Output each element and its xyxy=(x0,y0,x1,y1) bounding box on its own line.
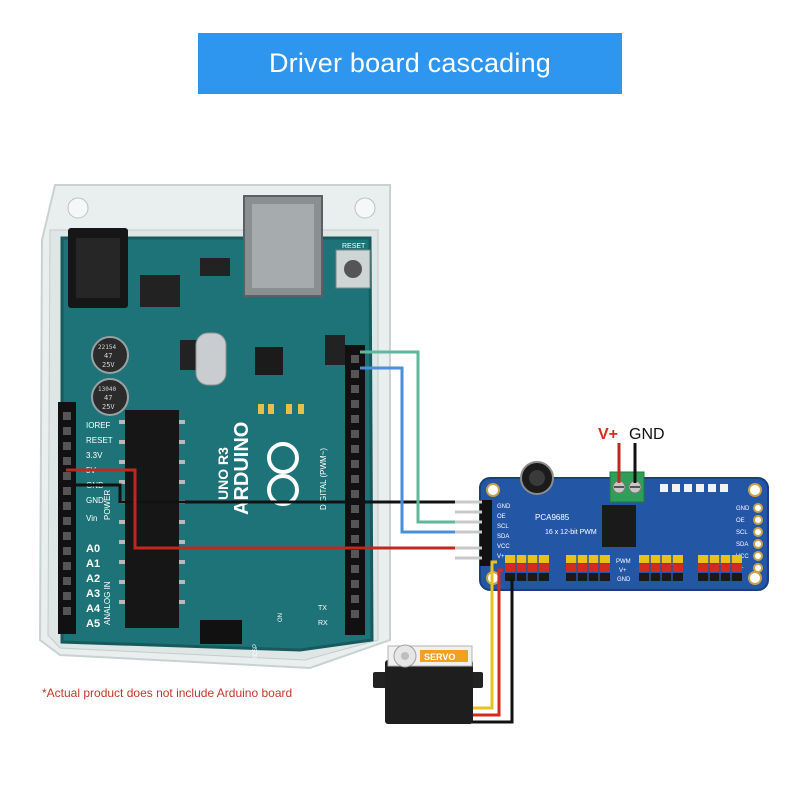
vplus-row-label: V+ xyxy=(619,568,627,574)
pin-label: IOREF xyxy=(86,421,111,430)
digital-header-label: DIGITAL (PWM~) xyxy=(319,448,328,510)
svg-text:47: 47 xyxy=(104,394,112,402)
wire-black-gnd xyxy=(66,483,455,504)
svg-text:25V: 25V xyxy=(102,361,115,369)
pin-label: SCL xyxy=(497,524,509,530)
pin-label: Vin xyxy=(86,514,97,523)
disclaimer-note: *Actual product does not include Arduino… xyxy=(42,686,293,700)
pin-label: A0 xyxy=(86,543,100,555)
servo-motor: SERVO xyxy=(373,644,483,724)
board-model: UNO R3 xyxy=(215,447,231,500)
arduino-board: RESET 22154 47 25V 13040 47 25V xyxy=(58,195,374,658)
pin-label: SCL xyxy=(736,530,748,536)
svg-text:13040: 13040 xyxy=(98,386,116,393)
pin-label: SDA xyxy=(736,542,748,548)
reset-button[interactable] xyxy=(335,249,371,289)
rx-label: RX xyxy=(318,620,328,627)
pin-label: A1 xyxy=(86,558,100,570)
pin-label: V+ xyxy=(497,554,505,560)
svg-text:22154: 22154 xyxy=(98,344,116,351)
servo-label: SERVO xyxy=(424,652,455,662)
servo-cable xyxy=(466,560,514,724)
pin-label: GND xyxy=(497,504,511,510)
arduino-logo: ARDUINO UNO R3 xyxy=(215,422,299,515)
pin-label: 3.3V xyxy=(86,451,103,460)
capacitor: 22154 47 25V xyxy=(91,336,129,374)
capacitor: 13040 47 25V xyxy=(91,378,129,416)
pin-label: VCC xyxy=(736,554,749,560)
terminal-gnd-label: GND xyxy=(629,426,665,443)
on-label: ON xyxy=(278,613,284,622)
chip-label: PCA9685 xyxy=(535,513,570,522)
pin-label: RESET xyxy=(86,436,113,445)
terminal-power-wires xyxy=(617,443,637,483)
page-title: Driver board cascading xyxy=(198,33,622,94)
pin-label: OE xyxy=(497,514,506,520)
servo-driver-board: GND OE SCL SDA VCC V+ PCA9685 16 x 12-bi… xyxy=(455,461,769,591)
analog-header-label: ANALOG IN xyxy=(103,581,112,625)
pin-label: A5 xyxy=(86,618,100,630)
pwm-row-label: PWM xyxy=(616,559,631,565)
servo-output-headers xyxy=(505,555,742,581)
pin-label: A2 xyxy=(86,573,100,585)
svg-text:47: 47 xyxy=(104,352,112,360)
pin-label: A3 xyxy=(86,588,100,600)
pin-label: A4 xyxy=(86,603,101,615)
microcontroller-chip xyxy=(125,410,179,628)
wire-red-5v xyxy=(66,468,455,550)
gnd-row-label: GND xyxy=(617,577,631,583)
arduino-brand: ARDUINO xyxy=(231,422,253,515)
terminal-vplus-label: V+ xyxy=(598,426,618,443)
pca9685-chip xyxy=(602,505,636,547)
pin-label: SDA xyxy=(497,534,509,540)
tx-label: TX xyxy=(318,605,327,612)
pin-label: GND xyxy=(86,496,104,505)
reset-label: RESET xyxy=(342,243,366,250)
wire-green-scl xyxy=(360,350,455,524)
icsp-label: ICSP xyxy=(253,644,259,658)
pin-label: GND xyxy=(736,506,750,512)
input-pin-header xyxy=(455,500,492,566)
pin-label: VCC xyxy=(497,544,510,550)
power-header-label: POWER xyxy=(103,490,112,520)
wire-blue-sda xyxy=(360,366,455,534)
pin-label: OE xyxy=(736,518,745,524)
driver-subtitle: 16 x 12-bit PWM xyxy=(545,529,597,536)
svg-text:25V: 25V xyxy=(102,403,115,411)
